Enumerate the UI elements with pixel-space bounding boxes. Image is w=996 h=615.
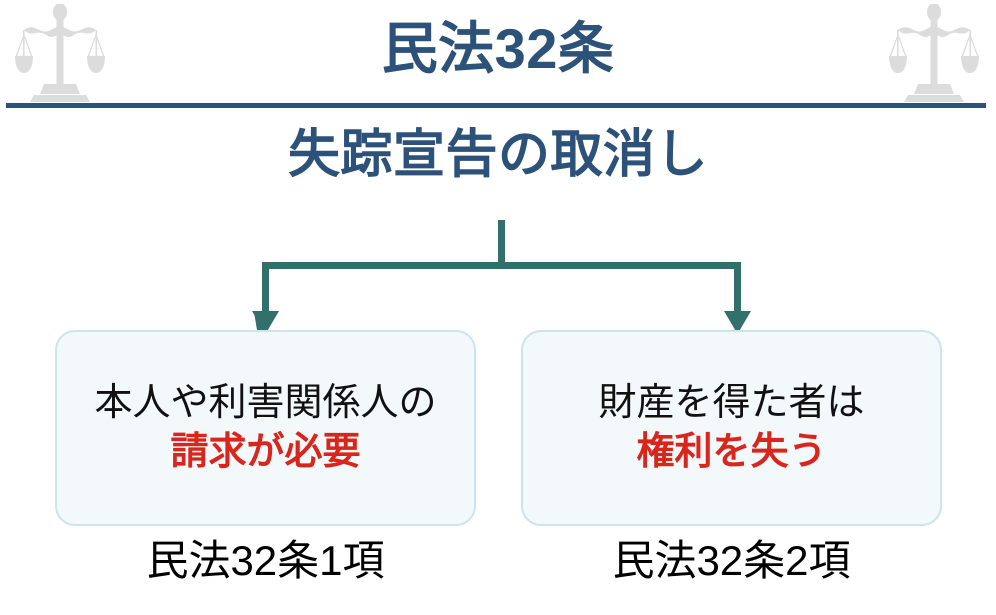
- connector-right-branch: [734, 262, 741, 318]
- header-band: 民法32条: [0, 0, 996, 104]
- clause-box-2: 財産を得た者は 権利を失う: [521, 330, 942, 526]
- header-divider-rule: [6, 103, 986, 108]
- clause-box-1: 本人や利害関係人の 請求が必要: [55, 330, 476, 526]
- page-title: 民法32条: [381, 17, 615, 80]
- connector-left-branch: [262, 262, 269, 318]
- connector-stem: [498, 220, 505, 268]
- scales-of-justice-icon: [888, 4, 980, 102]
- connector-rail: [262, 262, 741, 269]
- arrowhead-left-tip: [252, 311, 279, 334]
- split-arrow-connector: [0, 220, 996, 345]
- subtitle: 失踪宣告の取消し: [287, 126, 708, 184]
- clause-box-1-line-1: 本人や利害関係人の: [94, 381, 437, 424]
- clause-box-1-caption: 民法32条1項: [146, 537, 385, 584]
- arrowhead-right-tip: [724, 311, 751, 334]
- clause-box-2-line-1: 財産を得た者は: [598, 381, 865, 424]
- clause-box-2-line-2-emphasis: 権利を失う: [636, 431, 827, 473]
- clause-box-2-caption: 民法32条2項: [612, 537, 851, 584]
- scales-of-justice-icon: [14, 4, 106, 102]
- clause-box-1-line-2-emphasis: 請求が必要: [170, 431, 361, 473]
